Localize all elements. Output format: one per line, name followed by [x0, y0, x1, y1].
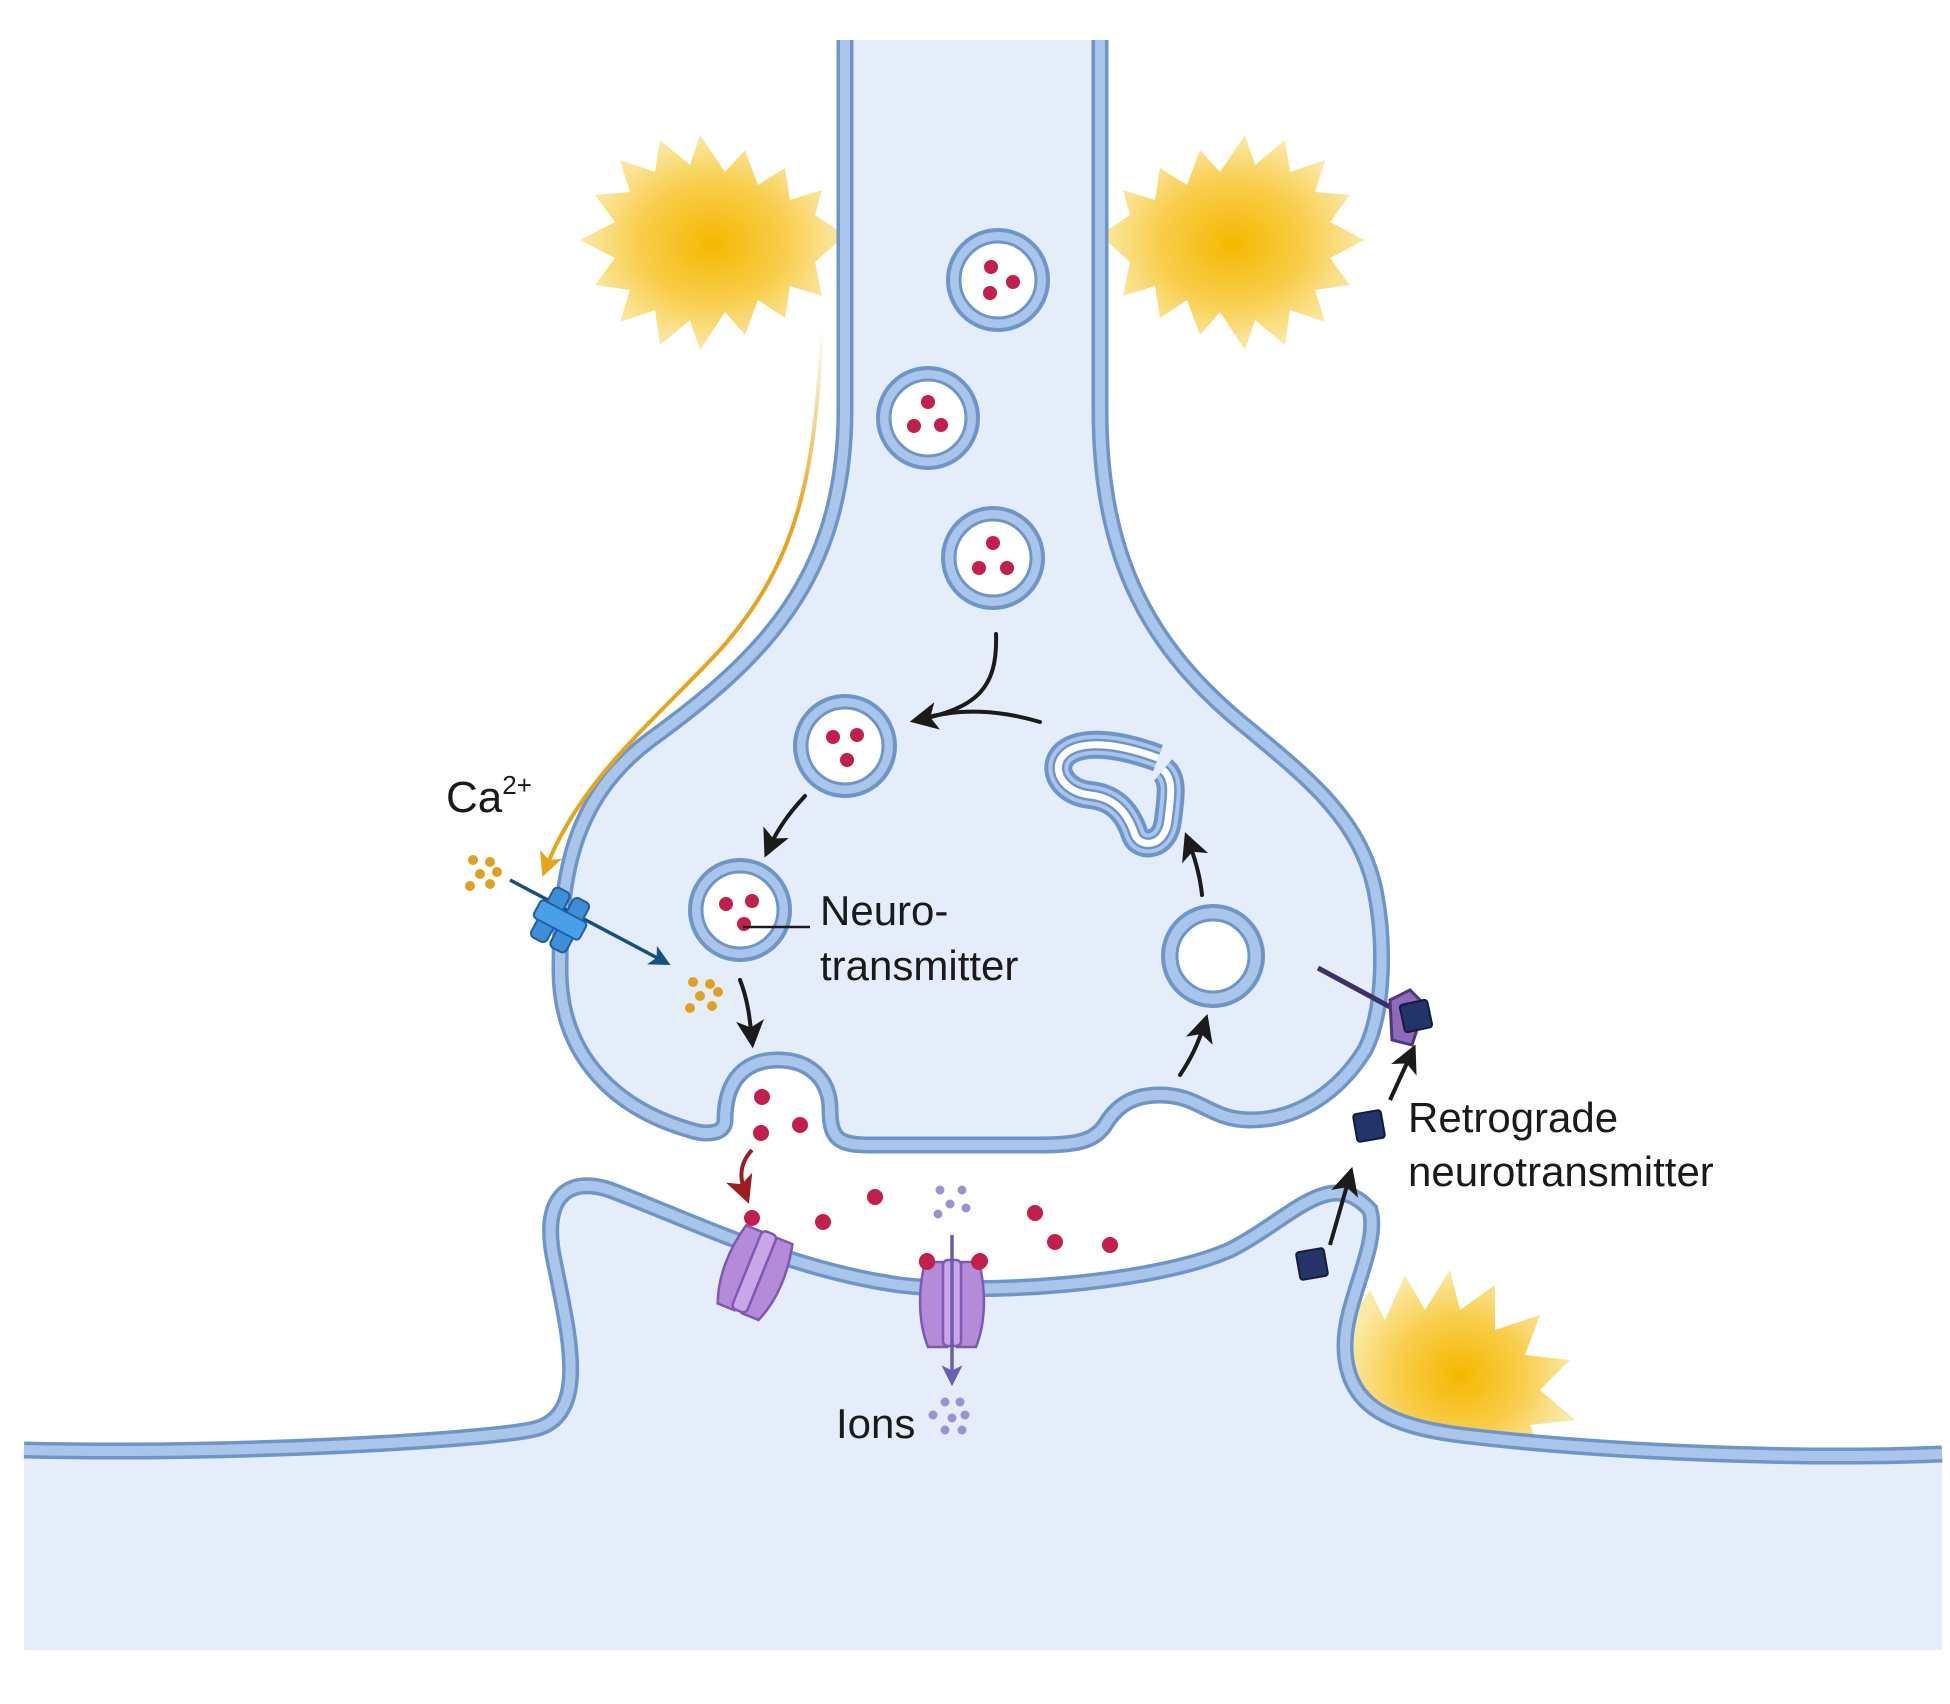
retrograde-label-line1: Retrograde — [1408, 1094, 1618, 1141]
release-arrow — [726, 1148, 754, 1204]
calcium-flux-arrow — [509, 878, 671, 965]
svg-text:Ca2+: Ca2+ — [446, 770, 532, 822]
neurotransmitter-molecules — [744, 1089, 1118, 1269]
synaptic-vesicle — [946, 228, 1050, 332]
calcium-ions-inside — [685, 977, 723, 1013]
endocytosis-vesicle — [1044, 730, 1185, 858]
retrograde-label-line2: neurotransmitter — [1408, 1148, 1714, 1195]
synaptic-vesicle — [876, 366, 980, 470]
ionotropic-receptor-icon — [918, 1254, 987, 1349]
action-potential-burst-left — [580, 135, 845, 350]
synaptic-vesicle — [688, 858, 792, 962]
ionotropic-receptor-icon — [716, 1223, 794, 1322]
presynaptic-membrane — [555, 40, 1387, 1150]
synaptic-vesicle — [793, 694, 897, 798]
retrograde-receptor-icon — [1316, 965, 1434, 1047]
calcium-label: Ca2+ — [446, 770, 532, 822]
calcium-ions-outside — [465, 855, 502, 891]
synaptic-vesicle — [941, 506, 1045, 610]
postsynaptic-neuron — [23, 1177, 1943, 1650]
retrograde-molecules — [1295, 1109, 1386, 1281]
neurotransmitter-label-line1: Neuro- — [820, 887, 948, 934]
ions-synaptic-cleft — [933, 1185, 971, 1219]
action-potential-burst-right — [1100, 135, 1365, 350]
ions-label: Ions — [836, 1400, 915, 1447]
empty-vesicle — [1161, 904, 1265, 1008]
vesicles — [688, 228, 1265, 1008]
ions-postsynaptic — [928, 1397, 970, 1435]
vesicle-cycle-arrows — [736, 632, 1213, 1077]
calcium-channel-icon — [529, 886, 591, 954]
retrograde-arrows — [1328, 1044, 1417, 1246]
neurotransmitter-label: Neuro- transmitter — [743, 887, 1018, 989]
neurotransmitter-label-line2: transmitter — [820, 942, 1018, 989]
retrograde-label: Retrograde neurotransmitter — [1408, 1094, 1714, 1195]
calcium-signal-arrow — [539, 329, 824, 877]
